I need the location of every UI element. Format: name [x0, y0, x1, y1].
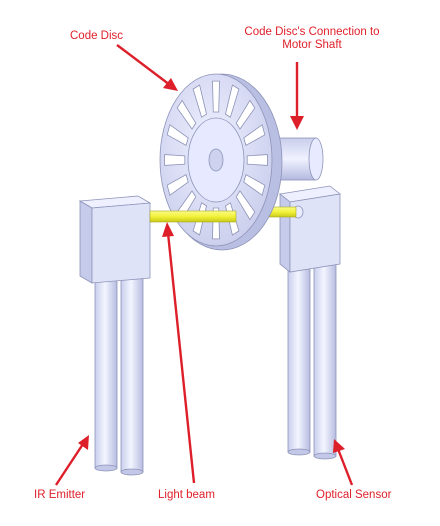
light-beam	[149, 210, 237, 223]
light-beam-arrow	[162, 222, 196, 484]
ir-emitter-arrow	[54, 435, 89, 486]
disc-slot	[246, 154, 268, 166]
code-disc-label: Code Disc	[70, 30, 124, 42]
optical-sensor-label: Optical Sensor	[316, 489, 392, 501]
disc-slot	[176, 99, 197, 130]
connection-label-line2: Motor Shaft	[282, 39, 342, 51]
arrows	[54, 44, 354, 486]
disc-slot	[166, 174, 189, 196]
ir-emitter-assembly	[78, 195, 152, 476]
code-disc-arrow	[116, 44, 178, 91]
connection-arrow	[290, 62, 304, 130]
disc-slot	[243, 174, 266, 196]
light-beam-label: Light beam	[158, 489, 215, 501]
optical-sensor-assembly	[279, 185, 341, 460]
disc-slot	[235, 99, 256, 130]
disc-slot	[243, 124, 266, 146]
disc-slot	[212, 80, 220, 113]
disc-slot	[166, 124, 189, 146]
disc-slot	[225, 84, 240, 118]
connection-label: Code Disc's Connection to Motor Shaft	[226, 26, 398, 52]
disc-slot	[164, 154, 186, 166]
disc-slot	[235, 190, 256, 221]
ir-emitter-label: IR Emitter	[34, 489, 86, 501]
disc-slot	[192, 84, 207, 118]
optical-sensor-arrow	[333, 439, 354, 486]
code-disc	[159, 73, 283, 251]
connection-label-line1: Code Disc's Connection to	[244, 26, 380, 38]
